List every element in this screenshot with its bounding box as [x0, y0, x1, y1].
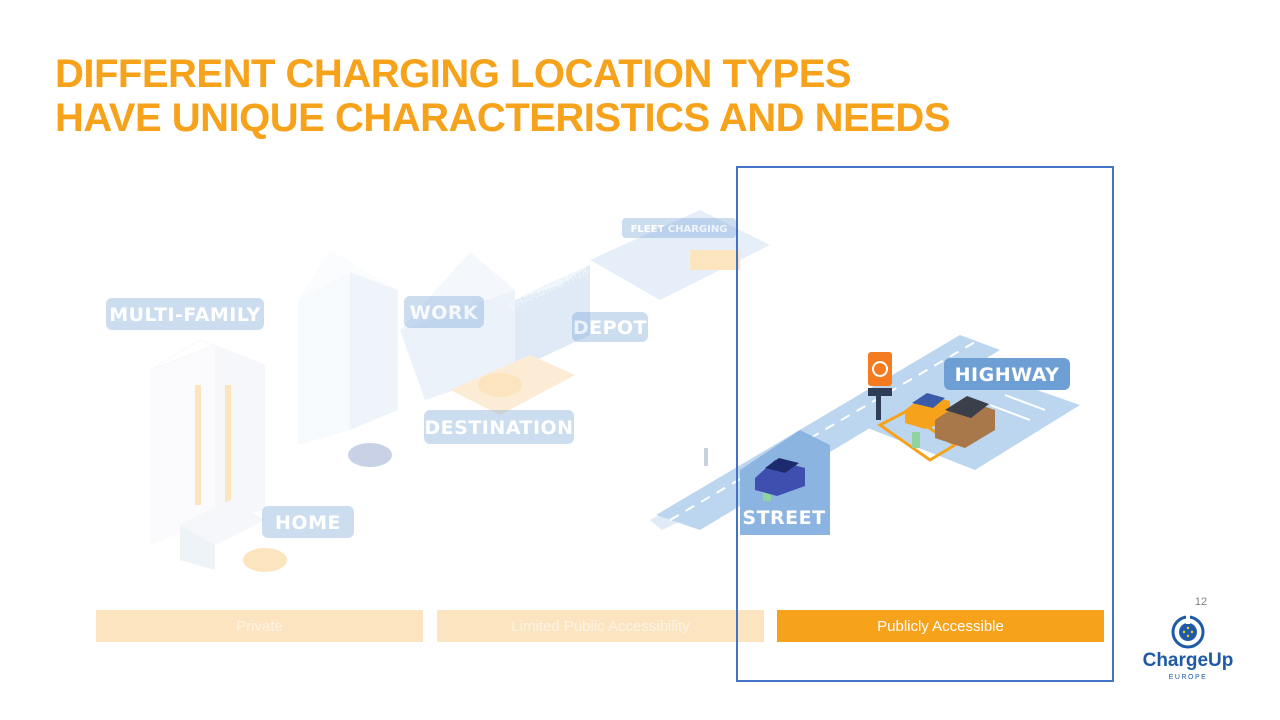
car-blue-icon	[755, 458, 805, 496]
label-highway-text: HIGHWAY	[955, 364, 1060, 386]
category-private: Private	[96, 610, 423, 642]
label-destination: DESTINATION	[424, 410, 574, 444]
label-work: WORK	[404, 296, 484, 328]
page-title: DIFFERENT CHARGING LOCATION TYPES HAVE U…	[55, 52, 950, 140]
label-home: HOME	[262, 506, 354, 538]
charging-sign-icon	[868, 352, 892, 386]
label-fleet-charging: FLEET CHARGING	[622, 218, 736, 238]
label-multi-family: MULTI-FAMILY	[106, 298, 264, 330]
highlight-frame	[736, 166, 1114, 682]
label-street: STREET	[742, 507, 825, 529]
title-line-2: HAVE UNIQUE CHARACTERISTICS AND NEEDS	[55, 96, 950, 140]
label-depot: DEPOT	[572, 312, 648, 342]
category-limited-public: Limited Public Accessibility	[437, 610, 764, 642]
label-multi-family-text: MULTI-FAMILY	[109, 304, 261, 326]
label-street-text: STREET	[742, 507, 825, 529]
car-brown-icon	[935, 396, 995, 448]
public-scene	[656, 335, 1080, 535]
label-work-text: WORK	[410, 302, 479, 324]
page-number: 12	[1194, 596, 1208, 608]
faded-scene	[149, 210, 790, 572]
logo-subtext: EUROPE	[1168, 674, 1208, 681]
category-publicly-accessible: Publicly Accessible	[777, 610, 1104, 642]
label-destination-text: DESTINATION	[424, 417, 573, 439]
chargeup-logo: ChargeUp EUROPE	[1140, 612, 1236, 692]
logo-text: ChargeUp	[1142, 650, 1234, 671]
label-fleet-charging-text: FLEET CHARGING	[631, 224, 728, 235]
title-line-1: DIFFERENT CHARGING LOCATION TYPES	[55, 52, 852, 96]
label-highway: HIGHWAY	[944, 358, 1070, 390]
plug-logo-icon	[1171, 615, 1205, 649]
label-home-text: HOME	[275, 512, 341, 534]
charger-icon	[912, 432, 920, 448]
label-depot-text: DEPOT	[573, 317, 647, 339]
